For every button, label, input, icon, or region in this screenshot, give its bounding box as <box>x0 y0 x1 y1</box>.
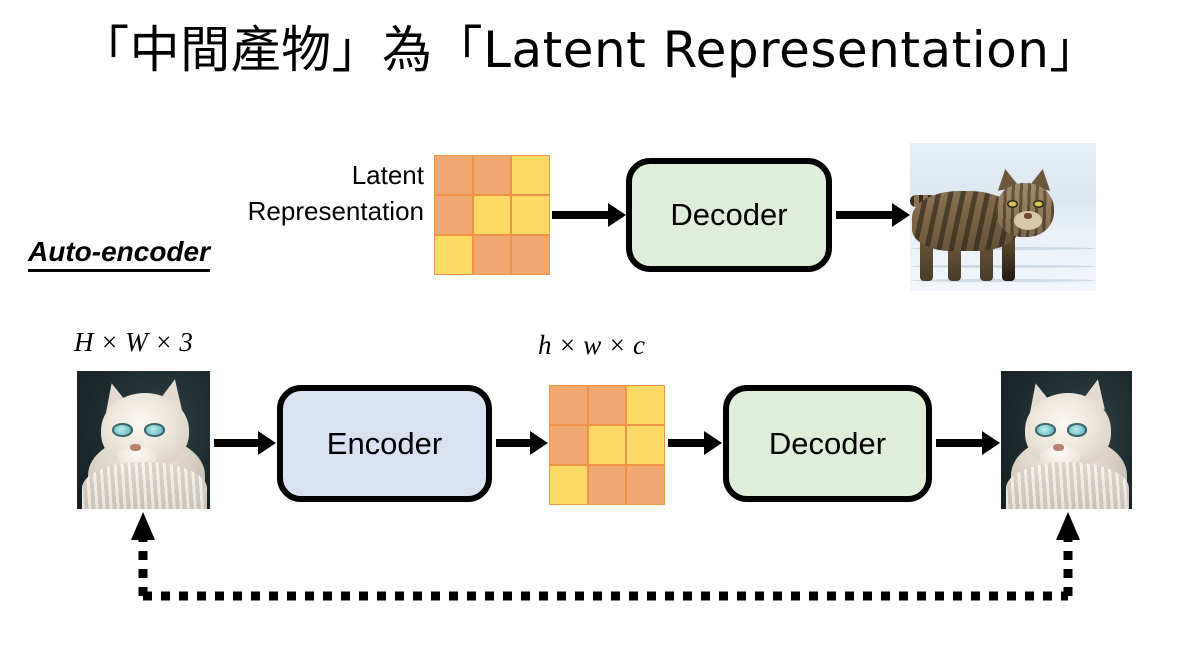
output-cat-image <box>1001 371 1132 509</box>
cat-nose <box>1053 444 1064 452</box>
latent-dimension-label: h × w × c <box>538 330 645 360</box>
arrow-shaft <box>496 439 532 447</box>
page-title: 「中間產物」為「Latent Representation」 <box>79 21 1100 79</box>
latent-grid-bottom <box>549 385 665 505</box>
arrow-shaft <box>836 211 894 219</box>
cat-ruff <box>82 462 208 509</box>
latent-cell-1-0 <box>434 195 473 235</box>
latent-cell-2-0 <box>434 235 473 275</box>
latent-cell-0-0 <box>434 155 473 195</box>
encoder-box[interactable]: Encoder <box>277 385 492 502</box>
latent-caption-line1: Latent <box>351 160 424 190</box>
arrow-shaft <box>936 439 984 447</box>
cat-nose <box>130 444 141 452</box>
cat-eye <box>143 423 165 438</box>
latent-cell-2-1 <box>587 465 627 505</box>
latent-cell-1-2 <box>626 425 665 465</box>
cat-muzzle <box>116 445 157 468</box>
cat-leg <box>948 241 961 281</box>
latent-cell-2-2 <box>511 235 550 275</box>
latent-cell-2-2 <box>626 465 665 505</box>
latent-cell-1-0 <box>549 425 588 465</box>
cat-muzzle <box>1040 445 1080 468</box>
latent-grid-top <box>434 155 550 275</box>
cat-eye <box>1066 423 1088 438</box>
arrow-head <box>704 431 722 455</box>
recon-loop-right-arrowhead <box>1056 512 1080 540</box>
latent-cell-2-1 <box>472 235 512 275</box>
section-heading-auto-encoder: Auto-encoder <box>28 238 210 272</box>
cat-eye <box>1033 200 1044 208</box>
latent-representation-caption: Latent Representation <box>176 158 424 230</box>
latent-cell-0-2 <box>626 385 665 425</box>
latent-cell-0-2 <box>511 155 550 195</box>
input-dimension-label: H × W × 3 <box>74 327 193 357</box>
encoder-box-label: Encoder <box>326 425 443 461</box>
arrow-shaft <box>214 439 260 447</box>
cat-nose <box>1024 213 1032 219</box>
decoder-box-bottom[interactable]: Decoder <box>723 385 932 502</box>
arrow-head <box>982 431 1000 455</box>
cat-leg <box>920 237 933 281</box>
generated-cat-image-top <box>910 143 1096 291</box>
arrow-head <box>608 203 626 227</box>
arrow-head <box>530 431 548 455</box>
latent-cell-0-1 <box>587 385 627 425</box>
cat-muzzle <box>1014 211 1042 230</box>
cat-eye <box>1007 200 1018 208</box>
arrow-shaft <box>668 439 706 447</box>
snow-band <box>910 279 1096 282</box>
arrow-head <box>258 431 276 455</box>
decoder-box-bottom-label: Decoder <box>768 425 887 461</box>
input-cat-image <box>77 371 210 509</box>
decoder-box-top[interactable]: Decoder <box>626 158 832 272</box>
arrow-shaft <box>552 211 610 219</box>
latent-cell-2-0 <box>549 465 588 505</box>
latent-cell-1-1 <box>472 195 512 235</box>
cat-eye <box>111 423 133 438</box>
latent-cell-1-1 <box>587 425 627 465</box>
decoder-box-top-label: Decoder <box>670 197 788 232</box>
latent-caption-line2: Representation <box>247 195 424 226</box>
latent-cell-0-0 <box>549 385 588 425</box>
recon-loop-left-arrowhead <box>131 512 155 540</box>
cat-eye <box>1035 423 1056 438</box>
latent-cell-1-2 <box>511 195 550 235</box>
cat-ruff <box>1006 462 1130 509</box>
arrow-head <box>892 203 910 227</box>
latent-cell-0-1 <box>472 155 512 195</box>
